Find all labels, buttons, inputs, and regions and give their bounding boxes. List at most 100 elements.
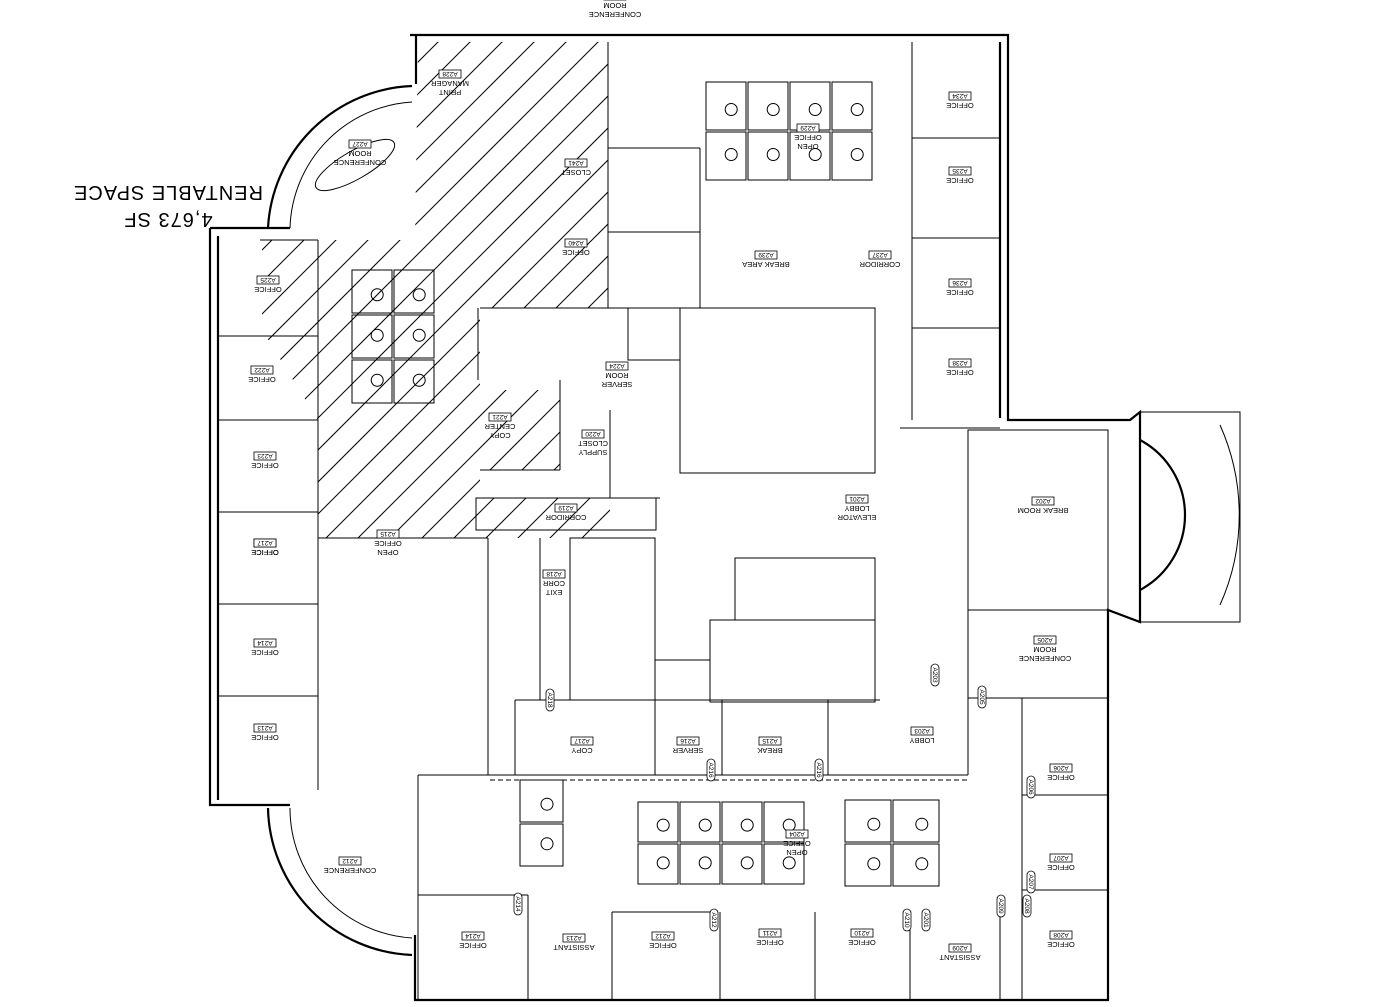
room-number-tag	[581, 429, 605, 439]
hatch-line	[632, 0, 1400, 1000]
workstation-desk	[351, 314, 393, 359]
hatch-line	[262, 42, 610, 538]
workstation-desk	[351, 359, 393, 404]
room-name-sub: CENTER	[484, 422, 515, 431]
room-name-sub: OFFICE	[794, 133, 822, 142]
workstation-desk	[747, 131, 789, 181]
room-number-tag	[338, 856, 362, 866]
hatch-line	[262, 42, 289, 538]
hatch-line	[728, 0, 1400, 1000]
room-name: BREAK AREA	[742, 260, 790, 269]
door-tag-number: A216	[815, 762, 822, 778]
room-number: A217	[257, 539, 273, 546]
rentable-area-note: 4,673 SF RENTABLE SPACE	[73, 181, 263, 230]
workstation-desk	[679, 843, 721, 885]
workstation-desk	[721, 801, 763, 843]
room-number: A207	[1053, 854, 1069, 861]
workstation-desk	[637, 801, 679, 843]
room-number-tag	[758, 736, 782, 746]
door-tag: A208	[1022, 894, 1032, 918]
workstation-desk	[393, 359, 435, 404]
room-number: A212	[655, 932, 671, 939]
room-name: OFFICE	[946, 101, 974, 110]
door-tag-box	[814, 758, 824, 782]
door-tag: A201	[921, 908, 931, 932]
chair-icon	[808, 148, 822, 161]
room-number: A241	[568, 159, 584, 166]
hatch-line	[1112, 0, 1400, 1000]
door-tag-number: A214	[514, 896, 521, 912]
room-number: A240	[568, 239, 584, 246]
room-number: A214	[257, 639, 273, 646]
door-tag: A216	[706, 758, 716, 782]
room-number-tag	[250, 365, 274, 375]
room-number: A220	[585, 430, 601, 437]
room-number-tag	[948, 278, 972, 288]
hatch-line	[471, 42, 610, 538]
room-name: OPEN	[786, 848, 807, 857]
room-number-tag	[1031, 496, 1055, 506]
room-name-sub: LOBBY	[844, 504, 869, 513]
room-number: A203	[914, 727, 930, 734]
room-number-tag	[1049, 853, 1073, 863]
room-name: CONFERENCE	[1019, 654, 1072, 663]
room-number: A221	[492, 413, 508, 420]
room-name: OPEN	[377, 548, 398, 557]
workstation-desk	[831, 131, 873, 181]
room-name: ASSISTANT	[939, 953, 981, 962]
hatch-line	[262, 42, 610, 538]
chair-icon	[766, 148, 780, 161]
room-number: A202	[1035, 497, 1051, 504]
room-number: A205	[1037, 636, 1053, 643]
room-number: A210	[854, 929, 870, 936]
door-tag: A207	[1026, 870, 1036, 894]
room-number-tag	[562, 933, 586, 943]
room-number: A204	[789, 830, 805, 837]
hatch-line	[262, 42, 610, 538]
room-name: CLOSET	[561, 168, 591, 177]
hatch-line	[262, 42, 321, 538]
workstation-desk	[637, 843, 679, 885]
chair-icon	[808, 103, 822, 116]
room-name: OFFICE	[248, 375, 276, 384]
room-number-tag	[256, 275, 280, 285]
room-name: OFFICE	[1047, 773, 1075, 782]
hatch-line	[262, 42, 481, 538]
chair-icon	[698, 856, 712, 870]
hatch-line	[439, 42, 610, 538]
room-number-tag	[948, 358, 972, 368]
room-number-tag	[253, 723, 277, 733]
chair-icon	[412, 373, 426, 387]
room-name: OFFICE	[459, 941, 487, 950]
room-number-tag	[461, 931, 485, 941]
hatch-line	[0, 0, 160, 1000]
workstation-desk	[844, 843, 892, 887]
chair-icon	[656, 818, 670, 832]
door-tag-box	[513, 892, 523, 916]
room-number: A217	[574, 737, 590, 744]
room-number: A235	[952, 167, 968, 174]
hatch-line	[262, 42, 353, 538]
room-number-tag	[488, 412, 512, 422]
hatch-line	[888, 0, 1400, 1000]
door-tag-number: A212	[710, 912, 717, 928]
hatch-line	[920, 0, 1400, 1000]
hatch-line	[262, 42, 610, 538]
door-tag: A216	[814, 758, 824, 782]
chair-icon	[412, 288, 426, 302]
hatch-line	[262, 42, 610, 538]
hatch-line	[0, 0, 128, 1000]
rentable-area-value: 4,673 SF	[123, 208, 212, 230]
